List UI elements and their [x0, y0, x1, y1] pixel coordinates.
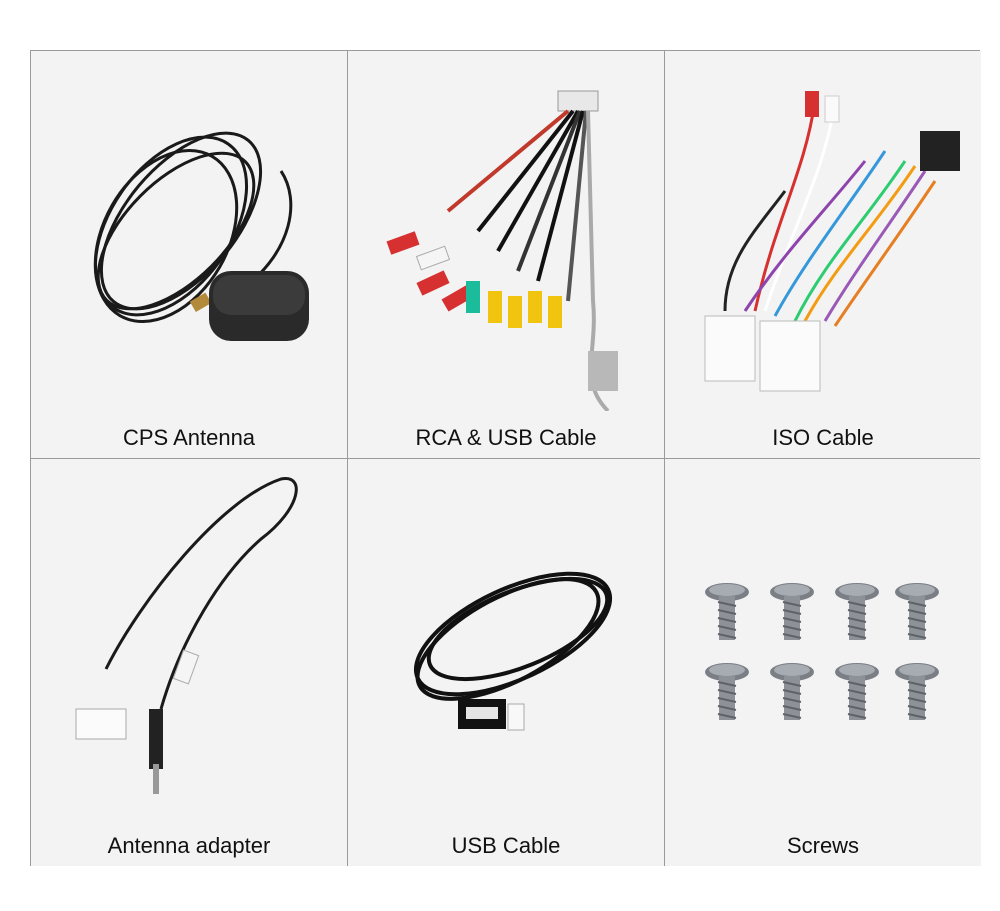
antenna-adapter-icon: [75, 477, 298, 794]
product-label: CPS Antenna: [122, 425, 256, 450]
product-label: USB Cable: [451, 833, 561, 858]
usb-cable-icon: [413, 571, 613, 731]
product-label: Antenna adapter: [107, 833, 271, 858]
screws-icon: [704, 582, 940, 721]
rca-usb-cable-icon: [386, 90, 618, 411]
product-card-usb-cable: USB Cable: [348, 459, 664, 866]
iso-cable-icon: [704, 91, 960, 392]
gps-antenna-icon: [93, 131, 309, 341]
accessories-grid: CPS Antenna: [30, 50, 981, 866]
product-card-gps-antenna: CPS Antenna: [31, 51, 347, 458]
product-label: Screws: [786, 833, 860, 858]
product-card-screws: Screws: [665, 459, 981, 866]
product-card-antenna-adapter: Antenna adapter: [31, 459, 347, 866]
product-label: ISO Cable: [772, 425, 874, 450]
product-card-rca-usb-cable: RCA & USB Cable: [348, 51, 664, 458]
product-card-iso-cable: ISO Cable: [665, 51, 981, 458]
product-label: RCA & USB Cable: [415, 425, 597, 450]
